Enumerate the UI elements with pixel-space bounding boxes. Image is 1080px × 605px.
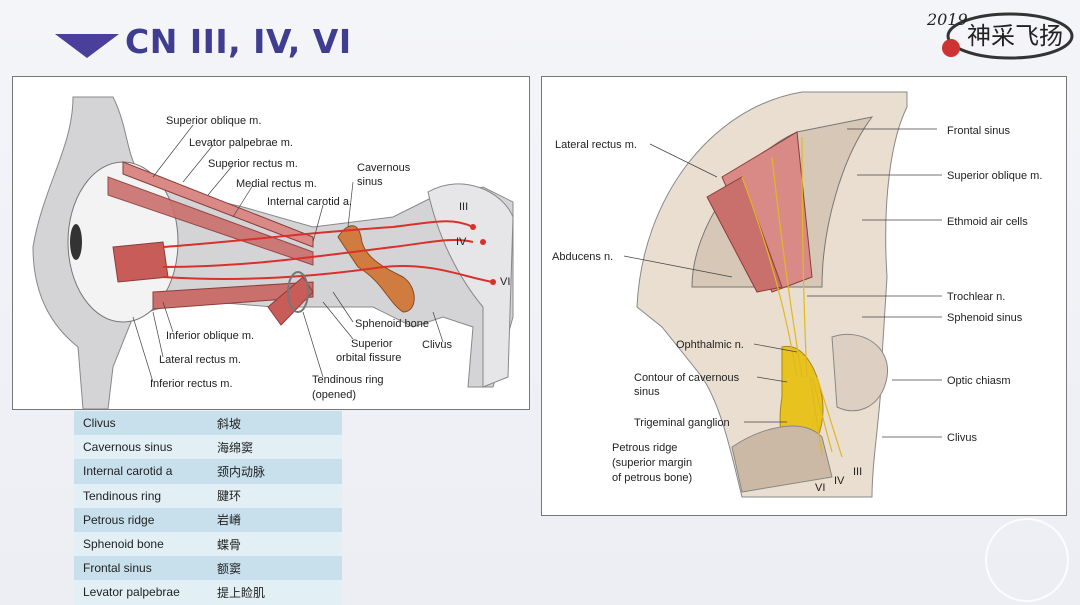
cn3-endpoint [470,224,476,230]
label-clivus-left: Clivus [422,339,452,351]
orbit-superior-illustration: Lateral rectus m. Frontal sinus Superior… [552,91,1042,498]
label-levator-palpebrae: Levator palpebrae m. [189,137,293,149]
glossary-term-en: Petrous ridge [74,507,217,532]
tendinous-ring [287,271,309,313]
glossary-term-zh: 蝶骨 [217,531,342,557]
sphenoid-sinus-region [831,333,888,412]
label-ethmoid-air-cells: Ethmoid air cells [947,216,1028,228]
label-cn3-right: III [853,466,862,478]
lateral-rectus-stump [112,241,169,283]
inferior-oblique [267,276,314,326]
leader-lines [132,124,444,383]
superior-muscles [107,176,314,266]
glossary-term-en: Frontal sinus [74,556,217,581]
label-cn4-right: IV [834,475,845,487]
label-lateral-rectus: Lateral rectus m. [159,354,241,366]
glossary-term-en: Levator palpebrae [74,580,217,605]
logo-brush-ellipse [942,12,1074,60]
inferior-muscles [152,281,314,310]
label-trigeminal-ganglion: Trigeminal ganglion [634,417,730,429]
title-chevron-decoration [55,34,119,58]
label-superior-oblique-right: Superior oblique m. [947,170,1042,182]
glossary-term-zh: 海绵窦 [217,435,342,460]
orbit-lateral-illustration: Superior oblique m. Levator palpebrae m.… [32,96,514,410]
logo: 2019 神采飞扬 [915,4,1075,66]
label-frontal-sinus: Frontal sinus [947,125,1010,137]
label-cn6-left: VI [500,276,510,288]
petrous-bone [731,425,833,493]
label-superior-rectus: Superior rectus m. [208,158,298,170]
label-cn3-left: III [459,201,468,213]
lateral-muscle [706,176,783,293]
label-superior-orbital-fissure-2: orbital fissure [336,352,401,364]
glossary-term-zh: 提上睑肌 [217,580,342,605]
cranial-nerves [162,220,494,283]
label-sphenoid-sinus: Sphenoid sinus [947,312,1023,324]
levator-muscle [122,161,314,248]
label-sphenoid-bone: Sphenoid bone [355,318,429,330]
leader-lines-right [623,128,942,438]
label-inferior-oblique: Inferior oblique m. [166,330,254,342]
label-trochlear: Trochlear n. [947,291,1005,303]
label-petrous-1: Petrous ridge [612,442,677,454]
glossary-term-zh: 额窦 [217,556,342,581]
label-superior-oblique: Superior oblique m. [166,115,261,127]
label-petrous-3: of petrous bone) [612,472,692,484]
cn4-endpoint [480,239,486,245]
label-abducens: Abducens n. [552,251,613,263]
glossary-term-en: Tendinous ring [74,483,217,508]
orbital-nerves [741,136,843,458]
label-cn6-right: VI [815,482,825,494]
logo-calligraphy: 神采飞扬 [967,22,1063,50]
cn6-endpoint [490,279,496,285]
label-optic-chiasm: Optic chiasm [947,375,1011,387]
slide-title: CN III, IV, VI [125,22,352,61]
orbital-bone [32,96,514,410]
glossary-term-zh: 腱环 [217,483,342,508]
label-cn4-left: IV [456,236,467,248]
label-lateral-rectus-right: Lateral rectus m. [555,139,637,151]
label-contour-2: sinus [634,386,660,398]
label-superior-orbital-fissure-1: Superior [351,338,393,350]
label-ophthalmic: Ophthalmic n. [676,339,744,351]
watermark-seal [985,518,1069,602]
orbit-superior-view-figure: Lateral rectus m. Frontal sinus Superior… [541,76,1067,516]
logo-year: 2019 [927,10,968,29]
glossary-term-zh: 岩嵴 [217,507,342,532]
label-internal-carotid: Internal carotid a. [267,196,352,208]
label-cavernous-sinus-2: sinus [357,176,383,188]
orbit-lateral-view-figure: Superior oblique m. Levator palpebrae m.… [12,76,530,410]
pupil [70,224,82,260]
glossary-term-en: Clivus [74,411,217,436]
glossary-term-en: Sphenoid bone [74,531,217,557]
glossary-term-zh: 斜坡 [217,411,342,436]
label-petrous-2: (superior margin [612,457,692,469]
label-inferior-rectus: Inferior rectus m. [150,378,233,390]
label-tendinous-ring-1: Tendinous ring [312,374,384,386]
label-clivus-right: Clivus [947,432,977,444]
glossary-term-en: Internal carotid a [74,459,217,484]
glossary-term-zh: 颈内动脉 [217,459,342,484]
label-contour-1: Contour of cavernous [634,372,740,384]
label-tendinous-ring-2: (opened) [312,389,356,401]
clivus-bone [427,183,514,388]
label-cavernous-sinus-1: Cavernous [357,162,411,174]
label-medial-rectus: Medial rectus m. [236,178,317,190]
glossary-term-en: Cavernous sinus [74,435,217,460]
